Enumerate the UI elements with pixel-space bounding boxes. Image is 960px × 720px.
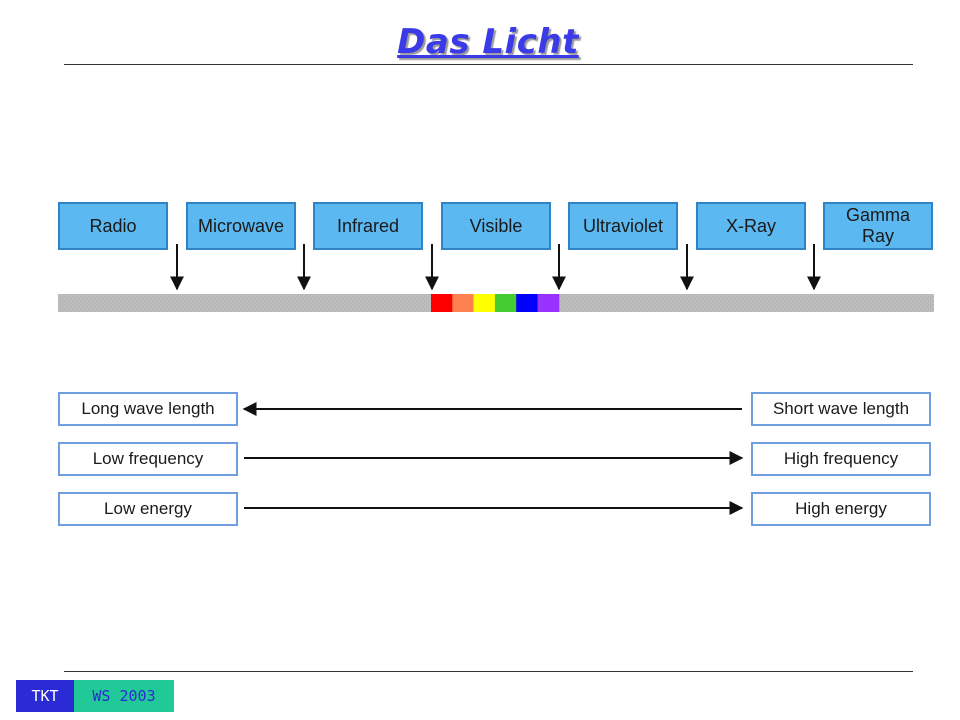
band-ultraviolet: Ultraviolet xyxy=(568,202,678,250)
visible-color-segment xyxy=(473,294,496,312)
short-wave-length-label: Short wave length xyxy=(751,392,931,426)
band-visible: Visible xyxy=(441,202,551,250)
high-energy-label: High energy xyxy=(751,492,931,526)
band-microwave: Microwave xyxy=(186,202,296,250)
visible-color-segment xyxy=(537,294,560,312)
footer-divider xyxy=(64,671,913,672)
low-frequency-label: Low frequency xyxy=(58,442,238,476)
visible-color-segment xyxy=(452,294,475,312)
footer-semester-tag: WS 2003 xyxy=(74,680,174,712)
high-frequency-label: High frequency xyxy=(751,442,931,476)
visible-color-segment xyxy=(494,294,517,312)
footer-tkt-tag: TKT xyxy=(16,680,74,712)
spectrum-bar xyxy=(58,294,934,312)
title-divider xyxy=(64,64,913,65)
visible-color-segment xyxy=(516,294,538,312)
low-energy-label: Low energy xyxy=(58,492,238,526)
band-radio: Radio xyxy=(58,202,168,250)
long-wave-length-label: Long wave length xyxy=(58,392,238,426)
visible-light-segments xyxy=(431,294,560,312)
visible-color-segment xyxy=(431,294,453,312)
band-gamma-ray: Gamma Ray xyxy=(823,202,933,250)
band-infrared: Infrared xyxy=(313,202,423,250)
slide-title: Das Licht xyxy=(397,22,579,62)
band-x-ray: X-Ray xyxy=(696,202,806,250)
